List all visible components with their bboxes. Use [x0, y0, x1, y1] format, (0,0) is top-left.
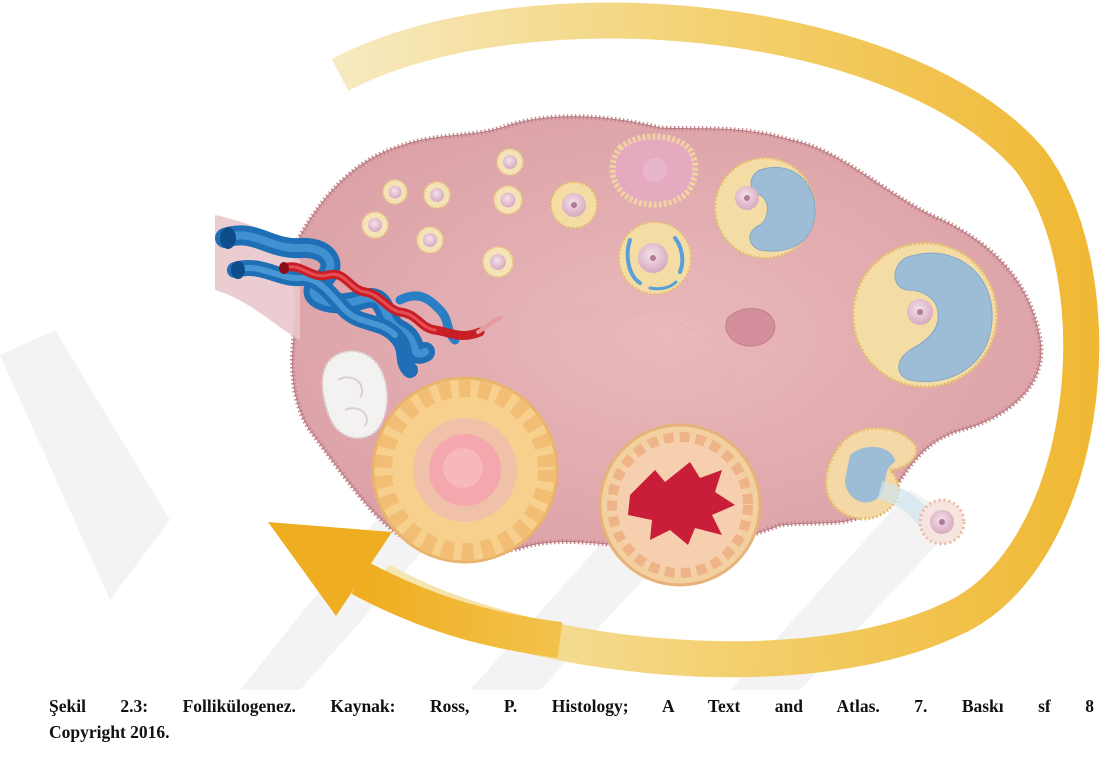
caption-line-1: Şekil 2.3: Follikülogenez. Kaynak: Ross,… [49, 693, 1094, 719]
primordial-follicle [483, 247, 513, 277]
primary-follicle [551, 182, 597, 228]
folliculogenesis-figure [0, 0, 1102, 690]
cycle-arrow-tail [360, 578, 560, 640]
primordial-follicle [494, 186, 522, 214]
corpus-hemorrhagicum [600, 425, 760, 585]
atretic-body [726, 309, 775, 346]
primordial-follicle [383, 180, 407, 204]
secondary-follicle [619, 222, 691, 294]
mature-follicle [853, 243, 997, 387]
caption-line-2: Copyright 2016. [49, 719, 1094, 745]
primordial-follicle [497, 149, 523, 175]
corpus-luteum [373, 378, 557, 562]
released-oocyte [920, 500, 964, 544]
figure-caption: Şekil 2.3: Follikülogenez. Kaynak: Ross,… [49, 693, 1094, 745]
primordial-follicle [362, 212, 388, 238]
antral-follicle [715, 158, 815, 258]
atretic-follicle [613, 136, 696, 204]
primordial-follicle [424, 182, 450, 208]
primordial-follicle [417, 227, 443, 253]
